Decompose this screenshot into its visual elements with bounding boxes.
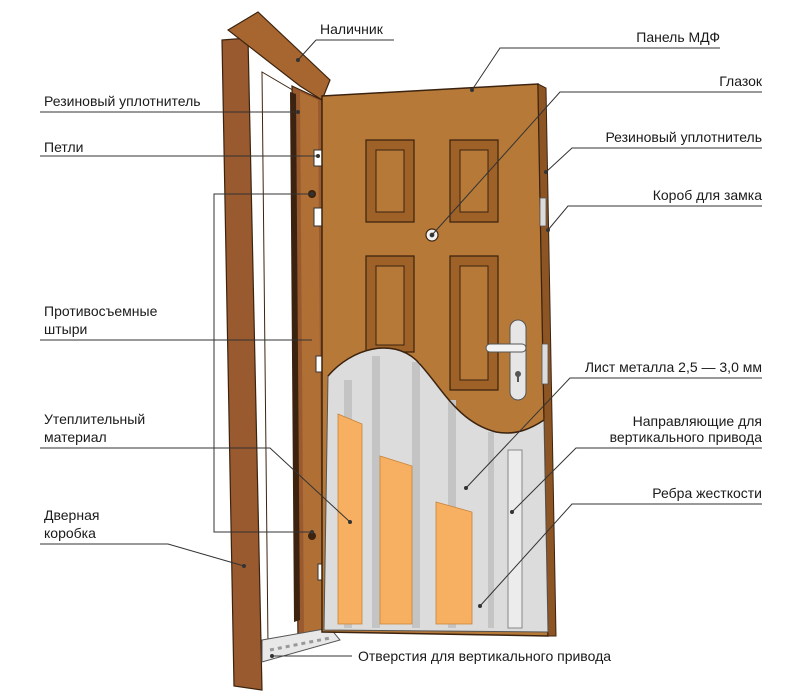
lock-box [539, 197, 547, 227]
label-metal-sheet: Лист металла 2,5 — 3,0 мм [585, 359, 762, 375]
label-anti-removal-1: Противосъемные [44, 303, 158, 319]
leader-lines [40, 39, 762, 658]
label-rubber-seal-right: Резиновый уплотнитель [605, 129, 762, 145]
label-insulation-2: материал [44, 429, 107, 445]
stiffening-rib-2 [372, 356, 380, 628]
label-ribs: Ребра жесткости [652, 485, 762, 501]
frame-threshold [261, 627, 341, 663]
label-door-frame-1: Дверная [44, 507, 99, 523]
vertical-drive-guide [507, 449, 523, 629]
label-lock-box: Короб для замка [653, 187, 762, 203]
frame-top-casing [226, 11, 331, 101]
label-door-frame-2: коробка [44, 525, 96, 541]
label-anti-removal-2: штыри [44, 321, 87, 337]
threshold-holes [269, 636, 331, 652]
upper-right-panel [449, 139, 499, 223]
insulation-block-1 [337, 413, 363, 625]
label-insulation-1: Утеплительный [44, 411, 145, 427]
door-leaf [321, 83, 557, 637]
label-guides-1: Направляющие для [633, 413, 762, 429]
label-guides-2: вертикального привода [610, 429, 763, 445]
door-handle [485, 319, 527, 401]
stiffening-rib-5 [488, 432, 494, 628]
insulation-block-2 [379, 455, 413, 625]
label-panel-mdf: Панель МДФ [636, 29, 720, 45]
upper-left-panel [365, 139, 415, 223]
frame-rubber-seal [290, 92, 300, 622]
frame-left-post [221, 37, 263, 691]
lower-right-panel [449, 255, 499, 391]
label-rubber-seal-left: Резиновый уплотнитель [44, 93, 201, 109]
label-nalichnik: Наличник [320, 21, 384, 37]
insulation-block-3 [435, 501, 473, 625]
label-peephole: Глазок [719, 73, 763, 89]
labels: Наличник Панель МДФ Резиновый уплотнител… [44, 21, 763, 664]
label-hinges: Петли [44, 139, 83, 155]
frame-right-post-face [300, 92, 322, 636]
anti-removal-pin-bottom [308, 532, 316, 540]
stiffening-rib-3 [412, 362, 420, 628]
lower-left-panel [365, 255, 415, 353]
door-frame [221, 11, 341, 691]
label-holes: Отверстия для вертикального привода [358, 648, 611, 664]
lock-bolts [541, 343, 549, 385]
door-cutaway [323, 347, 549, 633]
